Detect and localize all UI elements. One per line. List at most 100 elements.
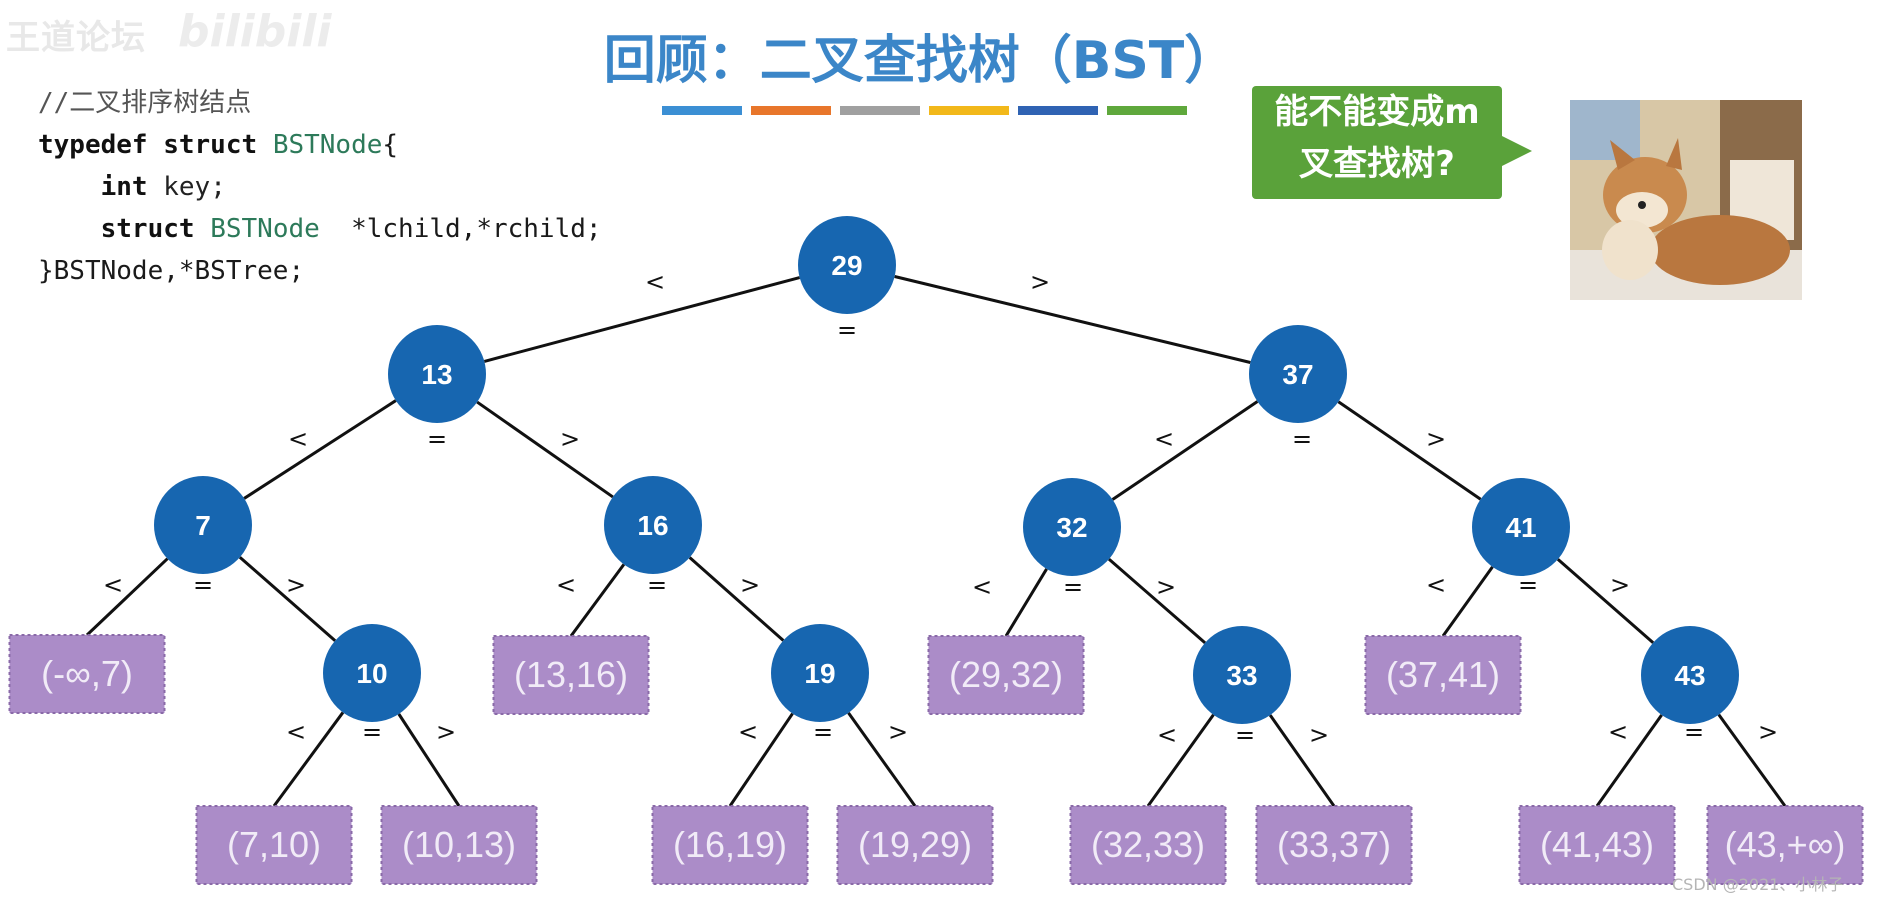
tree-edge	[238, 556, 337, 642]
interval-label: (41,43)	[1540, 824, 1654, 865]
less-than-label: <	[645, 268, 665, 296]
tree-node	[1193, 626, 1291, 724]
question-callout: 能不能变成m 叉查找树?	[1252, 86, 1502, 199]
less-than-label: <	[288, 425, 308, 453]
color-bar	[751, 106, 831, 115]
tree-node-key: 16	[637, 510, 668, 541]
interval-box	[1069, 805, 1227, 885]
greater-than-label: >	[740, 571, 760, 599]
equal-label: =	[813, 718, 833, 746]
tree-edge	[1268, 714, 1336, 807]
interval-label: (7,10)	[227, 824, 321, 865]
tree-edge	[1717, 713, 1787, 807]
equal-label: =	[1292, 425, 1312, 453]
tree-node-key: 33	[1226, 660, 1257, 691]
less-than-label: <	[1154, 425, 1174, 453]
interval-box	[836, 805, 994, 885]
interval-label: (-∞,7)	[41, 653, 133, 694]
greater-than-label: >	[436, 718, 456, 746]
greater-than-label: >	[1610, 571, 1630, 599]
interval-box	[8, 634, 166, 714]
bilibili-logo: bilibili	[178, 6, 332, 57]
code-field: *lchild,*rchild;	[319, 214, 602, 244]
equal-label: =	[1518, 571, 1538, 599]
code-closing: }BSTNode,*BSTree;	[38, 256, 305, 286]
equal-label: =	[362, 718, 382, 746]
tree-edge	[1111, 400, 1259, 501]
interval-label: (10,13)	[402, 824, 516, 865]
interval-label: (13,16)	[514, 654, 628, 695]
csdn-watermark: CSDN @2021、小林子	[1672, 875, 1844, 894]
tree-edge	[1107, 558, 1207, 644]
interval-box	[195, 805, 353, 885]
interval-box	[1364, 635, 1522, 715]
code-keyword: struct	[100, 214, 211, 244]
tree-node	[604, 476, 702, 574]
interval-label: (43,+∞)	[1725, 824, 1846, 865]
tree-node-key: 37	[1282, 359, 1313, 390]
tree-node	[1023, 478, 1121, 576]
tree-node	[323, 624, 421, 722]
interval-box	[927, 635, 1085, 715]
tree-node	[1249, 325, 1347, 423]
code-keyword: int	[100, 172, 164, 202]
tree-edge	[1556, 558, 1655, 644]
less-than-label: <	[738, 718, 758, 746]
greater-than-label: >	[1426, 425, 1446, 453]
greater-than-label: >	[1758, 718, 1778, 746]
greater-than-label: >	[1309, 721, 1329, 749]
equal-label: =	[193, 571, 213, 599]
slide-title: 回顾：二叉查找树（BST）	[603, 31, 1237, 91]
greater-than-label: >	[888, 718, 908, 746]
less-than-label: <	[286, 718, 306, 746]
interval-label: (32,33)	[1091, 824, 1205, 865]
color-bar	[1018, 106, 1098, 115]
tree-edge	[688, 556, 785, 642]
tree-node-key: 7	[195, 510, 211, 541]
greater-than-label: >	[560, 425, 580, 453]
color-bar	[840, 106, 920, 115]
less-than-label: <	[972, 573, 992, 601]
tree-edge	[1337, 400, 1482, 501]
interval-box	[1706, 805, 1864, 885]
color-bar	[1107, 106, 1187, 115]
callout-arrow-icon	[1500, 135, 1532, 167]
equal-label: =	[1684, 718, 1704, 746]
tree-node	[798, 216, 896, 314]
tree-node	[1641, 626, 1739, 724]
tree-node	[388, 325, 486, 423]
tree-node-key: 32	[1056, 512, 1087, 543]
less-than-label: <	[1608, 718, 1628, 746]
interval-box	[1518, 805, 1676, 885]
interval-box	[492, 635, 650, 715]
tree-node	[1472, 478, 1570, 576]
tree-node-key: 10	[356, 658, 387, 689]
interval-label: (16,19)	[673, 824, 787, 865]
code-type: BSTNode	[210, 214, 320, 244]
interval-label: (37,41)	[1386, 654, 1500, 695]
color-bar	[662, 106, 742, 115]
tree-node-key: 41	[1505, 512, 1536, 543]
equal-label: =	[1063, 573, 1083, 601]
code-type: BSTNode	[272, 130, 383, 160]
dog-photo	[1570, 100, 1802, 300]
tree-node	[154, 476, 252, 574]
tree-edge	[272, 711, 345, 807]
interval-box	[1255, 805, 1413, 885]
callout-line-2: 叉查找树?	[1299, 144, 1455, 184]
tree-node-key: 43	[1674, 660, 1705, 691]
interval-box	[651, 805, 809, 885]
code-block: //二叉排序树结点 typedef struct BSTNode{ int ke…	[38, 82, 602, 292]
tree-node-key: 29	[831, 250, 862, 281]
interval-label: (29,32)	[949, 654, 1063, 695]
equal-label: =	[427, 425, 447, 453]
code-field: key;	[163, 172, 226, 202]
tree-edge	[397, 713, 461, 807]
code-keyword: typedef struct	[38, 130, 273, 160]
greater-than-label: >	[286, 571, 306, 599]
tree-edge	[85, 557, 169, 637]
interval-label: (33,37)	[1277, 824, 1391, 865]
less-than-label: <	[1426, 571, 1446, 599]
less-than-label: <	[556, 571, 576, 599]
